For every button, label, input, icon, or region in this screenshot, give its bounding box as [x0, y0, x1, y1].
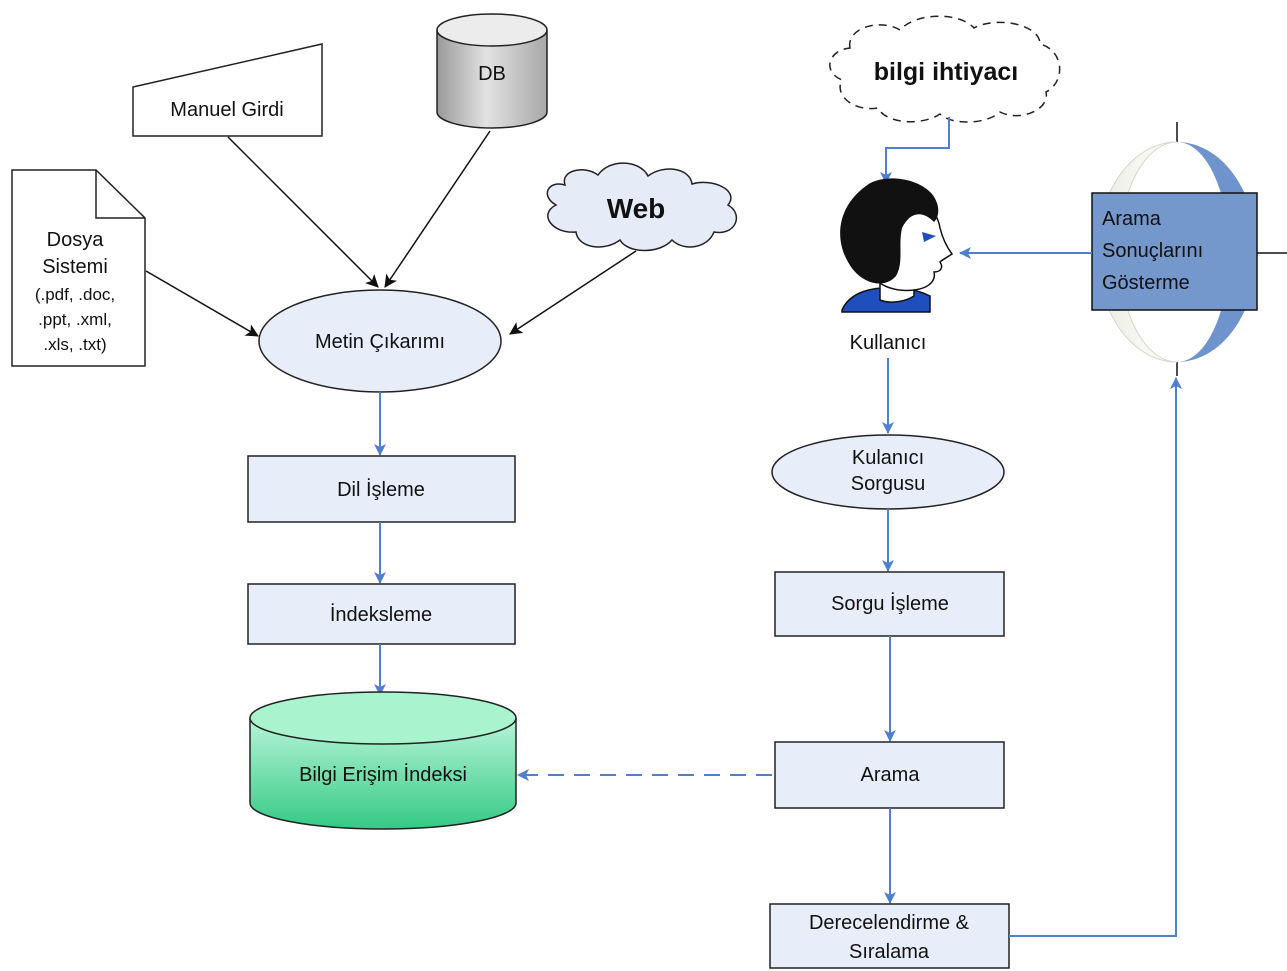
search-label: Arama — [861, 764, 921, 786]
arrow-manual-to-extraction — [227, 136, 379, 288]
user-query-node: Kulanıcı Sorgusu — [771, 434, 1005, 510]
arrow-need-to-user — [880, 117, 950, 184]
text-extraction-label: Metin Çıkarımı — [315, 331, 445, 353]
arrow-web-to-extraction — [509, 250, 637, 335]
ranking-line-1: Derecelendirme & — [809, 912, 970, 934]
results-line-1: Arama — [1102, 208, 1162, 230]
arrow-files-to-extraction — [145, 270, 259, 337]
file-system-line-3: (.pdf, .doc, — [35, 285, 115, 304]
user-query-line-2: Sorgusu — [851, 473, 926, 495]
file-system-line-1: Dosya — [47, 229, 105, 251]
info-need-label: bilgi ihtiyacı — [874, 58, 1018, 86]
file-system-node: Dosya Sistemi (.pdf, .doc, .ppt, .xml, .… — [11, 169, 146, 367]
user-avatar-icon — [840, 178, 954, 313]
manual-input-node: Manuel Girdi — [132, 43, 323, 137]
ranking-line-2: Sıralama — [849, 941, 930, 963]
manual-input-label: Manuel Girdi — [170, 99, 283, 121]
indexing-node: İndeksleme — [247, 583, 516, 645]
query-processing-node: Sorgu İşleme — [774, 571, 1005, 637]
web-cloud-node: Web — [546, 162, 738, 252]
language-processing-label: Dil İşleme — [337, 478, 425, 501]
ir-index-node: Bilgi Erişim İndeksi — [249, 691, 517, 830]
search-node: Arama — [774, 741, 1005, 809]
ir-index-label: Bilgi Erişim İndeksi — [299, 763, 467, 786]
results-line-2: Sonuçlarını — [1102, 240, 1203, 262]
text-extraction-node: Metin Çıkarımı — [258, 289, 502, 393]
file-system-line-2: Sistemi — [42, 256, 108, 278]
arrow-db-to-extraction — [384, 130, 491, 288]
language-processing-node: Dil İşleme — [247, 455, 516, 523]
user-query-line-1: Kulanıcı — [852, 447, 924, 469]
info-need-cloud-node: bilgi ihtiyacı — [829, 15, 1061, 123]
user-label: Kullanıcı — [850, 332, 927, 354]
web-label: Web — [607, 193, 666, 224]
query-processing-label: Sorgu İşleme — [831, 592, 949, 615]
arrow-ranking-to-results — [1009, 377, 1182, 937]
file-system-line-5: .xls, .txt) — [43, 335, 106, 354]
db-node: DB — [436, 13, 548, 129]
results-display-node: Arama Sonuçlarını Gösterme — [1091, 122, 1287, 376]
indexing-label: İndeksleme — [330, 603, 432, 626]
db-label: DB — [478, 63, 506, 85]
file-system-line-4: .ppt, .xml, — [38, 310, 112, 329]
results-line-3: Gösterme — [1102, 272, 1190, 294]
ranking-node: Derecelendirme & Sıralama — [769, 903, 1010, 969]
